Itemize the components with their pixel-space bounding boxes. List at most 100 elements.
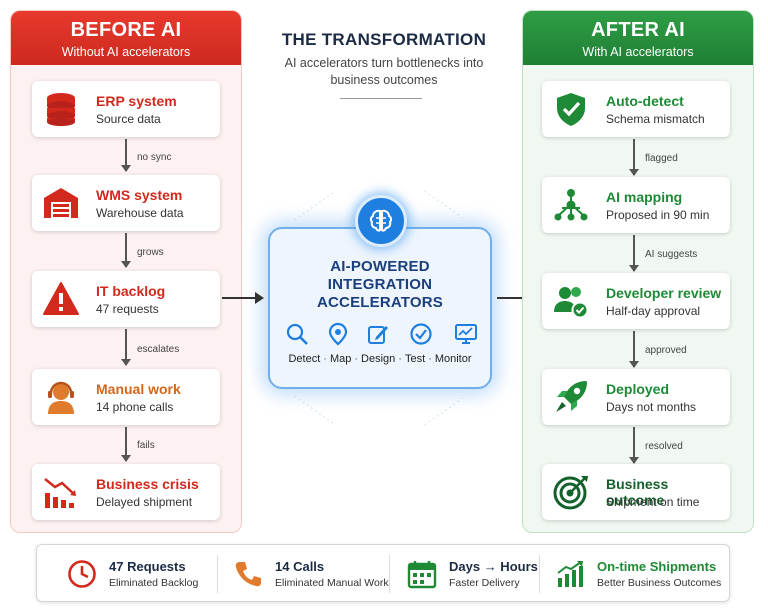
after-panel: AFTER AI With AI accelerators Auto-detec… (522, 10, 754, 533)
title-divider (340, 98, 422, 99)
user-check-icon (552, 282, 590, 320)
step-title: Developer review (606, 285, 722, 301)
step-title: IT backlog (96, 283, 166, 299)
step-detail: 47 requests (96, 302, 159, 316)
step-title: AI mapping (606, 189, 683, 205)
step-title: Manual work (96, 381, 181, 397)
tool-label-monitor: Monitor (434, 353, 472, 365)
connector-label: resolved (645, 441, 683, 452)
after-subtitle: With AI accelerators (582, 45, 694, 59)
stat-value: 14 Calls (275, 559, 325, 574)
tool-separator: · (323, 353, 327, 365)
step-title: WMS system (96, 187, 183, 203)
connector-arrow (121, 329, 131, 366)
tool-label-test: Test (404, 353, 426, 365)
stat-divider (389, 555, 390, 593)
stat-value: 47 Requests (109, 559, 186, 574)
before-panel: BEFORE AI Without AI accelerators ERP sy… (10, 10, 242, 533)
connector-arrow (629, 331, 639, 368)
step-detail: Half-day approval (606, 304, 701, 318)
glow-ray (294, 190, 336, 221)
before-step-manual: Manual work 14 phone calls (32, 369, 220, 425)
tool-separator: · (398, 353, 402, 365)
step-detail: Source data (96, 112, 161, 126)
connector-arrow (121, 427, 131, 462)
step-detail: 14 phone calls (96, 400, 174, 414)
check-circle-icon (409, 322, 433, 346)
map-pin-icon (326, 322, 350, 346)
tool-label-map: Map (329, 353, 352, 365)
step-detail: Shipment on time (606, 495, 700, 509)
warning-icon (42, 280, 80, 318)
phone-icon (233, 559, 263, 589)
connector-label: approved (645, 345, 687, 356)
arrow-into-accelerator (222, 292, 264, 304)
stat-value: On-time Shipments (597, 559, 717, 574)
step-title: Business crisis (96, 476, 199, 492)
brain-icon (355, 195, 407, 247)
stat-divider (217, 555, 218, 593)
connector-arrow (629, 139, 639, 176)
connector-arrow (121, 233, 131, 268)
before-step-backlog: IT backlog 47 requests (32, 271, 220, 327)
monitor-icon (454, 322, 478, 346)
step-detail: Schema mismatch (606, 112, 705, 126)
clock-icon (67, 559, 97, 589)
stats-bar: 47 Requests Eliminated Backlog 14 Calls … (36, 544, 730, 602)
heading-line: AI-POWERED (330, 258, 430, 275)
step-title: Deployed (606, 381, 670, 397)
step-detail: Warehouse data (96, 206, 184, 220)
connector-label: flagged (645, 153, 678, 164)
heading-line: INTEGRATION (327, 276, 433, 293)
step-detail: Proposed in 90 min (606, 208, 710, 222)
connector-label: grows (137, 247, 164, 258)
connector-label: escalates (137, 344, 180, 355)
after-step-review: Developer review Half-day approval (542, 273, 730, 329)
center-title: THE TRANSFORMATION (281, 30, 487, 49)
stat-label: Eliminated Manual Work (275, 577, 389, 589)
network-icon (552, 186, 590, 224)
step-title: ERP system (96, 93, 177, 109)
connector-label: AI suggests (645, 249, 698, 260)
connector-arrow (629, 235, 639, 272)
after-step-deployed: Deployed Days not months (542, 369, 730, 425)
tool-label-design: Design (361, 353, 396, 365)
tool-separator: · (354, 353, 359, 365)
magnifier-icon (285, 322, 309, 346)
stat-divider (539, 555, 540, 593)
connector-arrow (121, 139, 131, 172)
step-title: Business outcome (606, 476, 669, 508)
after-step-mapping: AI mapping Proposed in 90 min (542, 177, 730, 233)
step-title: Auto-detect (606, 93, 684, 109)
database-icon (42, 90, 80, 128)
headset-icon (42, 378, 80, 416)
after-step-detect: Auto-detect Schema mismatch (542, 81, 730, 137)
edit-icon (366, 322, 390, 346)
after-step-outcome: Business outcome Shipment on time (542, 464, 730, 520)
after-title: AFTER AI (591, 19, 685, 41)
warehouse-icon (42, 184, 80, 222)
stat-label: Eliminated Backlog (109, 577, 199, 589)
after-header: AFTER AI With AI accelerators (523, 11, 753, 65)
growth-chart-icon (555, 559, 585, 589)
stat-value: Days → Hours (449, 559, 538, 574)
connector-arrow (629, 427, 639, 464)
center-subtitle: AI accelerators turn bottlenecks into bu… (284, 56, 484, 87)
connector-label: fails (137, 440, 155, 451)
glow-ray (424, 395, 466, 426)
rocket-icon (552, 378, 590, 416)
heading-line: ACCELERATORS (316, 294, 444, 311)
shield-check-icon (552, 90, 590, 128)
glow-ray (424, 190, 466, 221)
tool-label-detect: Detect (288, 353, 321, 365)
before-header: BEFORE AI Without AI accelerators (11, 11, 241, 65)
before-title: BEFORE AI (70, 19, 182, 41)
before-step-wms: WMS system Warehouse data (32, 175, 220, 231)
accelerator-box (268, 227, 492, 389)
before-step-crisis: Business crisis Delayed shipment (32, 464, 220, 520)
step-detail: Days not months (606, 400, 697, 414)
declining-chart-icon (42, 473, 80, 511)
stat-label: Better Business Outcomes (597, 577, 722, 589)
target-icon (552, 473, 590, 511)
